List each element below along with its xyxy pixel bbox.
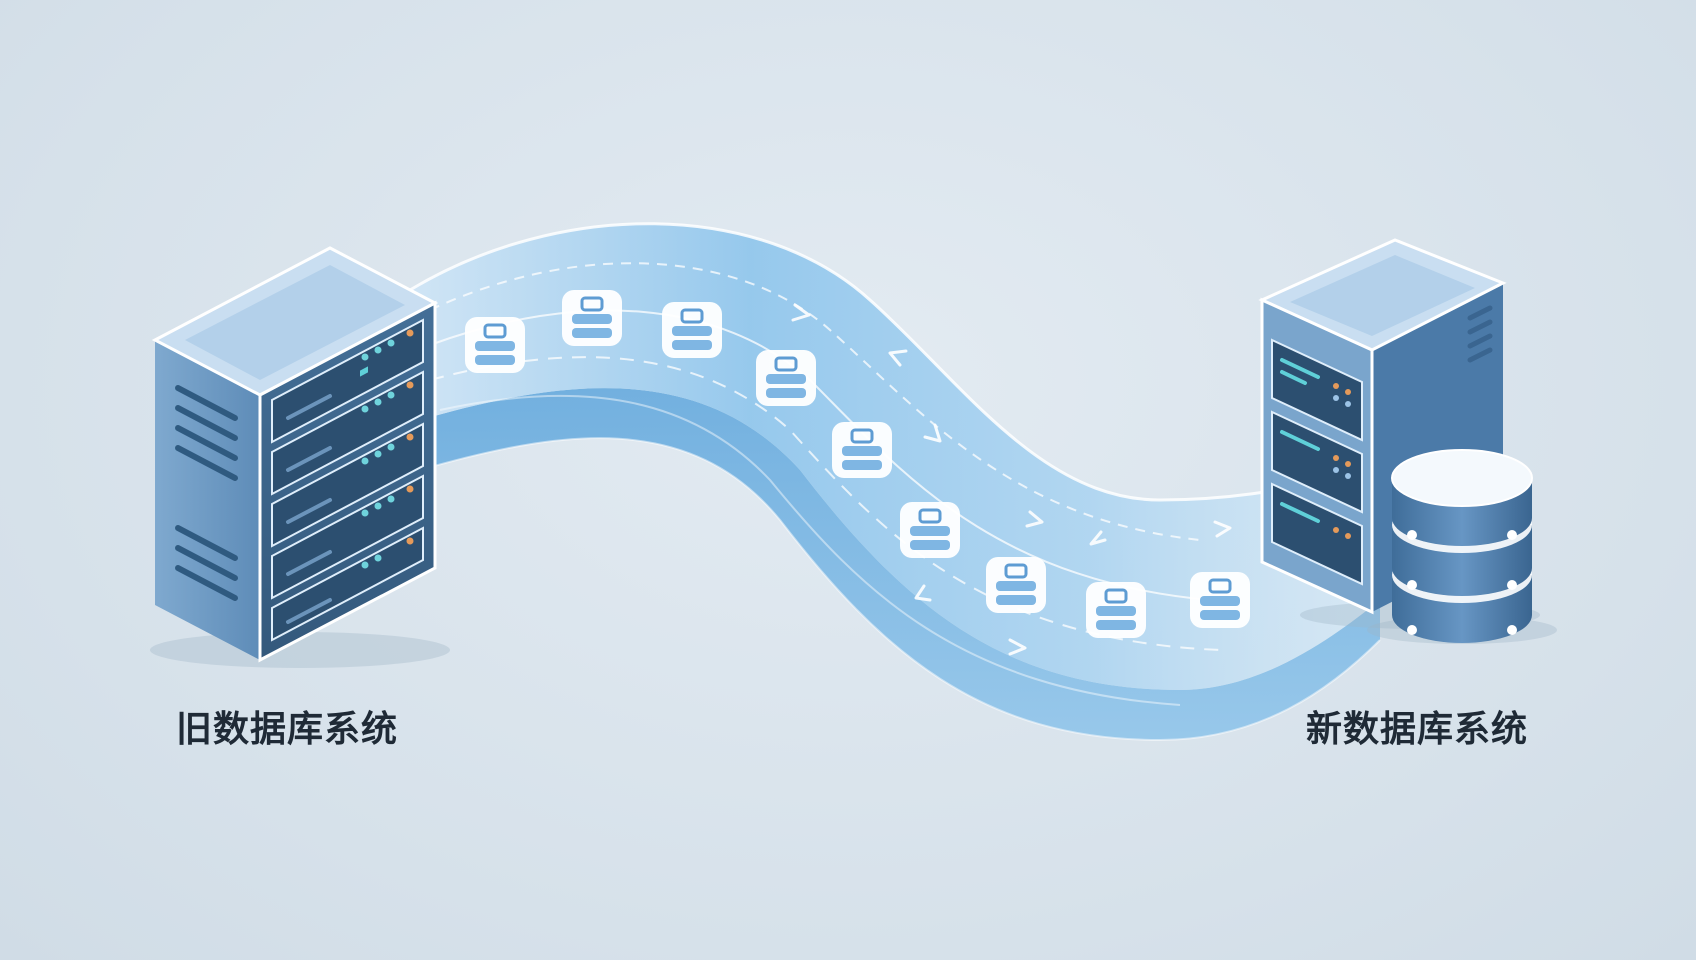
server-rack-icon [150,246,450,668]
data-packet-icon [562,290,622,346]
rack-vents [175,385,238,601]
tower-indicators [1280,358,1351,539]
target-system-label: 新数据库系统 [1306,709,1529,750]
data-packet-icon [465,317,525,373]
rack-unit [271,422,424,548]
rack-indicators [286,329,414,624]
flow-arrows [791,303,1232,656]
data-packets [465,290,1250,638]
tower-top-panel [1290,255,1475,336]
source-system-label: 旧数据库系统 [176,709,399,750]
data-packet-icon [1086,582,1146,638]
server-tower-icon [1258,238,1540,629]
stream-underside [420,388,1380,740]
data-packet-icon [1190,572,1250,628]
data-packet-icon [756,350,816,406]
data-stream [409,222,1381,742]
database-cylinder-icon [1367,449,1557,644]
rack-top-panel [185,265,405,380]
stream-edge-bottom [419,437,1381,742]
rack-unit [271,318,424,444]
data-packet-icon [986,557,1046,613]
stream-surface [410,223,1380,690]
data-packet-icon [832,422,892,478]
stream-edge-top [409,222,1331,502]
tower-vents [1467,305,1493,363]
rack-units [271,318,424,642]
rack-unit [271,370,424,496]
data-packet-icon [900,502,960,558]
rack-unit [271,474,424,600]
data-packet-icon [662,302,722,358]
